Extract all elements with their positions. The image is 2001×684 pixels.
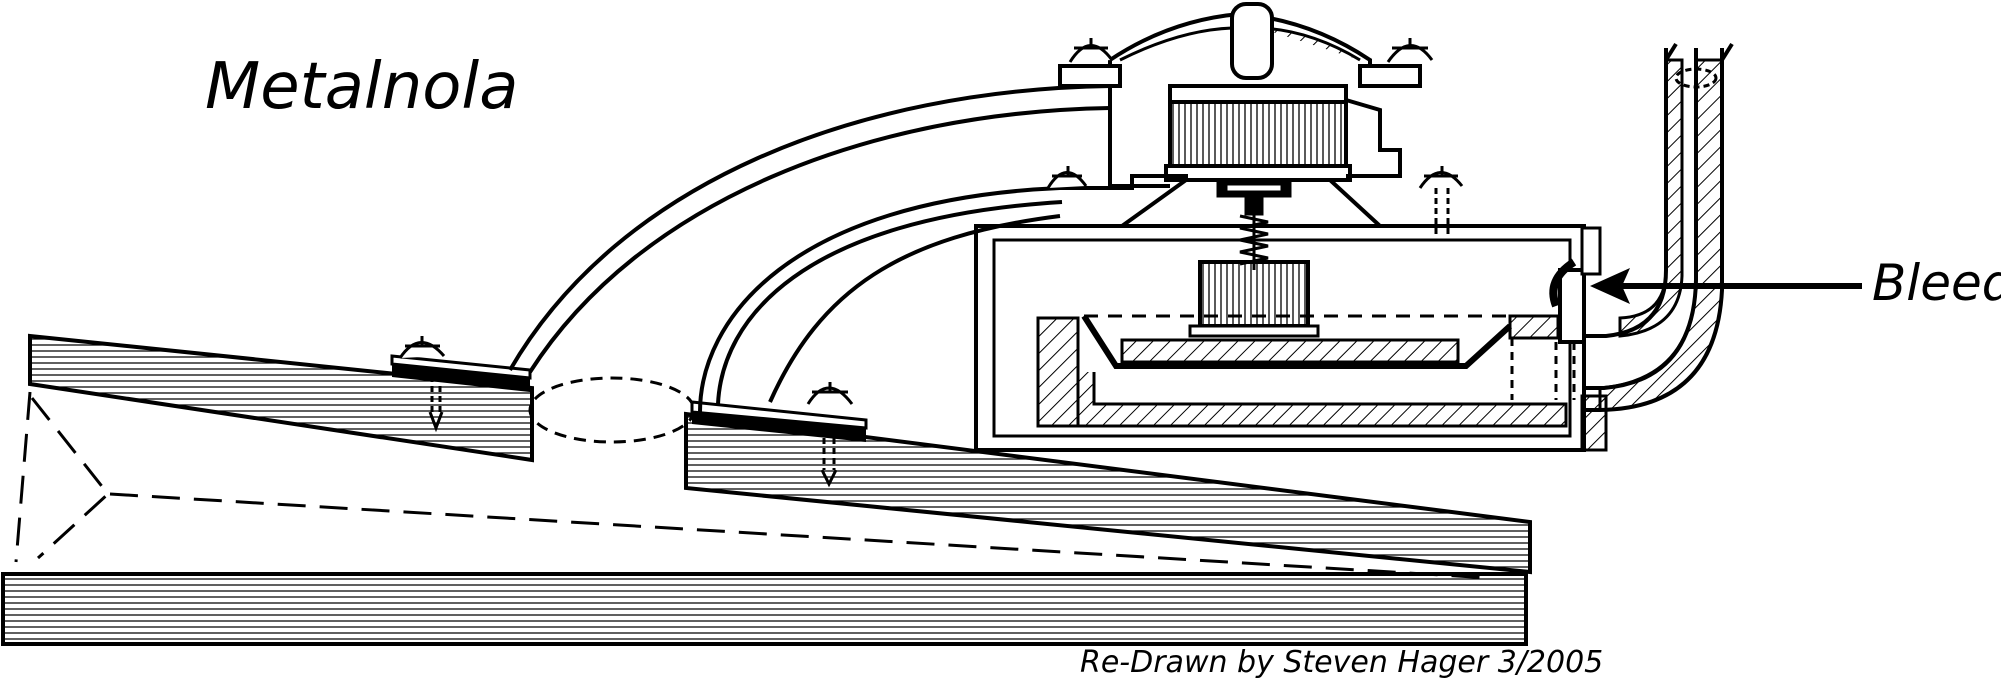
rotor bbox=[1188, 260, 1320, 338]
lower-suction-tube bbox=[698, 186, 1063, 413]
flexible-coupling-dashed bbox=[528, 376, 696, 444]
left-mount-plate bbox=[390, 354, 532, 392]
left-pedal-board bbox=[28, 333, 534, 463]
screw-icon bbox=[398, 336, 446, 433]
screw-icon bbox=[1068, 38, 1114, 63]
motor-shaft bbox=[1216, 178, 1292, 270]
credit-text: Re-Drawn by Steven Hager 3/2005 bbox=[1080, 645, 1603, 680]
exhaust-pipe bbox=[1580, 42, 1734, 452]
bleed-label: Bleed bbox=[1872, 254, 2001, 312]
screw-icon bbox=[1046, 166, 1088, 189]
motor-cap bbox=[1058, 2, 1422, 88]
screw-icon bbox=[1418, 166, 1464, 236]
motor-body bbox=[1164, 84, 1352, 182]
bleed-valve bbox=[1510, 226, 1602, 400]
screw-icon bbox=[806, 382, 854, 488]
pedal-travel-dashed-lines bbox=[14, 391, 1491, 580]
upper-suction-tube bbox=[508, 84, 1111, 374]
right-pedal-board bbox=[684, 411, 1532, 575]
bleed-arrow bbox=[1590, 268, 1862, 304]
diagram-title: Metalnola bbox=[205, 50, 518, 124]
base-board bbox=[1, 572, 1528, 646]
screw-icon bbox=[1386, 38, 1434, 63]
pneumatic-pouch bbox=[1036, 314, 1568, 428]
